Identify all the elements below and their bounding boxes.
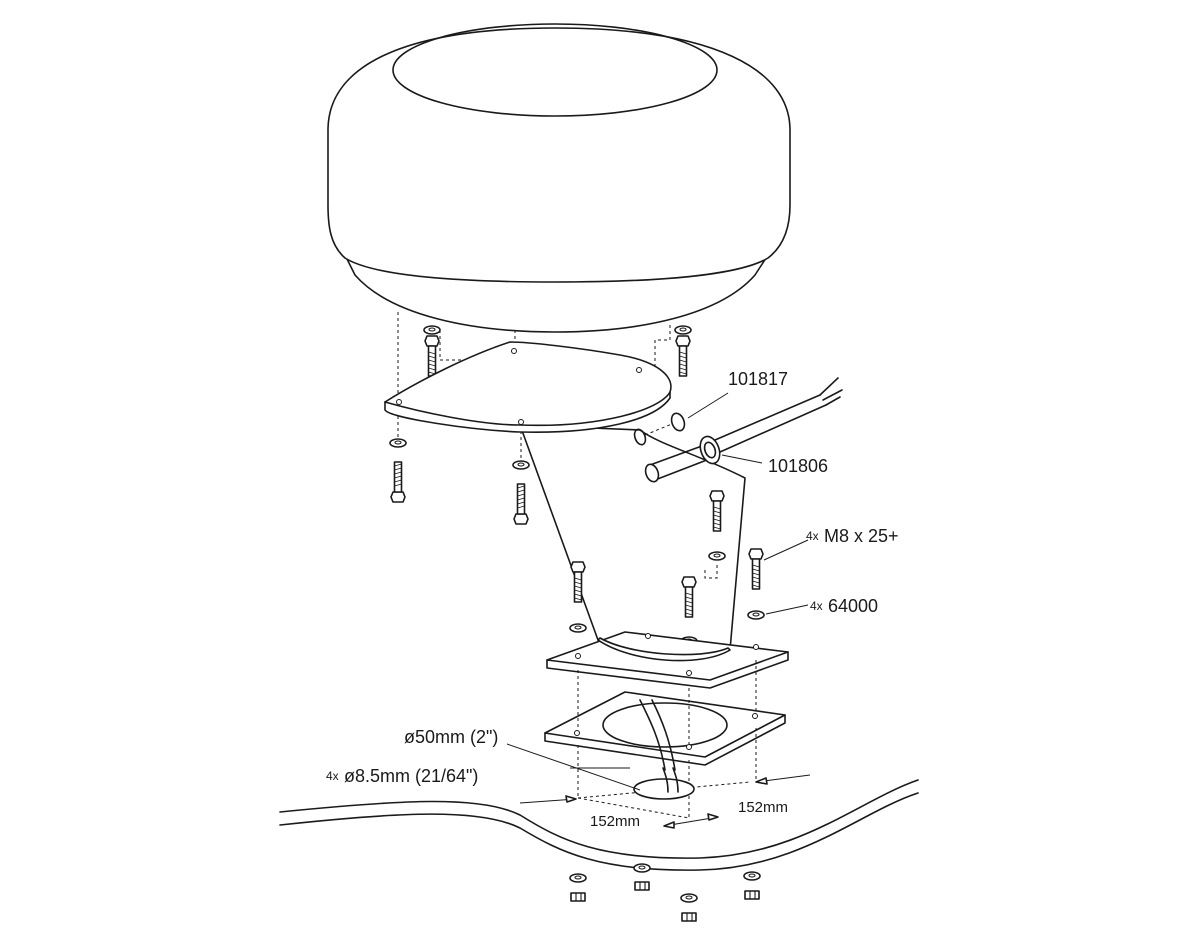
hex-bolt-icon [675, 335, 691, 377]
cable-hole-dimension: ø50mm (2") [404, 727, 498, 747]
washer-icon [512, 460, 530, 470]
cable-assembly [633, 377, 843, 483]
washer-icon [680, 893, 698, 903]
washer-icon [569, 623, 587, 633]
washer-icon [569, 873, 587, 883]
gland-101817 [670, 412, 686, 432]
washer-icon [708, 551, 726, 561]
washer-icon [389, 438, 407, 448]
callout-101806: 101806 [768, 456, 828, 476]
lower-fasteners [569, 490, 765, 646]
radome [327, 23, 791, 333]
spacing-b: 152mm [738, 799, 788, 816]
cable-icon [714, 394, 821, 441]
base-plate [546, 631, 789, 689]
callout-leaders [687, 392, 809, 615]
hex-bolt-icon [748, 548, 764, 590]
washer-icon [674, 325, 692, 335]
radome-body [327, 27, 791, 283]
hex-nut-icon [681, 912, 697, 922]
bolt-spec: M8 x 25+ [824, 526, 899, 546]
washer-icon [747, 610, 765, 620]
hex-bolt-icon [513, 483, 529, 525]
washer-icon [423, 325, 441, 335]
hex-nut-icon [634, 881, 650, 891]
upper-mount-plate [384, 341, 672, 433]
spacing-a: 152mm [590, 813, 640, 830]
washer-icon [743, 871, 761, 881]
bolt-qty: 4x [806, 529, 819, 543]
bolt-hole-dimension: ø8.5mm (21/64") [344, 766, 478, 786]
hex-bolt-icon [424, 335, 440, 377]
radome-top-recess [392, 23, 718, 117]
washer-part: 64000 [828, 596, 878, 616]
hex-nut-icon [570, 892, 586, 902]
dimension-markers [506, 743, 811, 829]
washer-icon [633, 863, 651, 873]
bolt-hole-qty: 4x [326, 769, 339, 783]
gasket [544, 691, 786, 771]
hex-nut-icon [744, 890, 760, 900]
under-deck-fasteners [569, 863, 761, 922]
deck-surface [279, 767, 919, 871]
callout-101817: 101817 [728, 369, 788, 389]
washer-qty: 4x [810, 599, 823, 613]
hex-bolt-icon [390, 461, 406, 503]
